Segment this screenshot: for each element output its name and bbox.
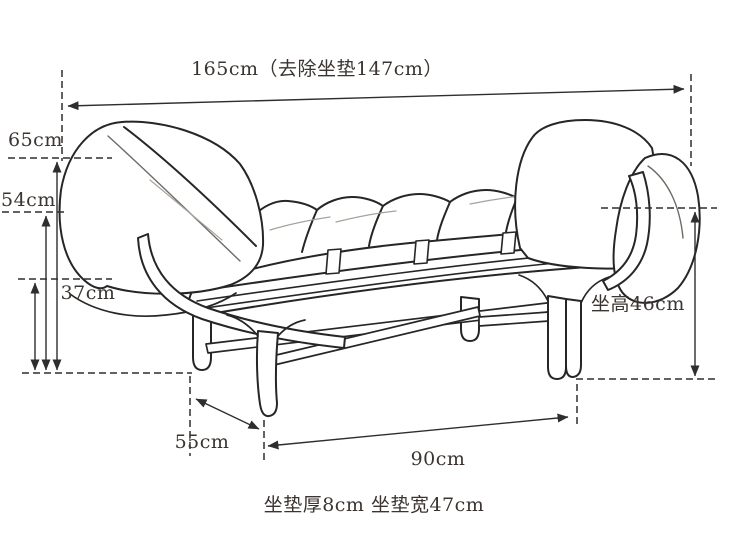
dim-label-leg-span: 90cm xyxy=(410,448,466,470)
cushion-size-caption: 坐垫厚8cm 坐垫宽47cm xyxy=(263,494,485,516)
dim-label-seat-height: 坐高46cm xyxy=(591,293,685,315)
arrow-total-length xyxy=(67,84,685,111)
bench-sketch xyxy=(58,119,701,418)
dimension-lines xyxy=(2,70,718,462)
dim-label-depth: 55cm xyxy=(174,431,230,453)
dim-label-mid-height: 54cm xyxy=(1,189,56,211)
dim-label-arm-height: 65cm xyxy=(8,129,63,151)
dim-label-frame-height: 37cm xyxy=(60,282,116,304)
dim-label-total-length: 165cm（去除坐垫147cm） xyxy=(191,58,443,80)
arrow-55cm xyxy=(195,398,260,430)
arrow-90cm xyxy=(267,413,569,450)
